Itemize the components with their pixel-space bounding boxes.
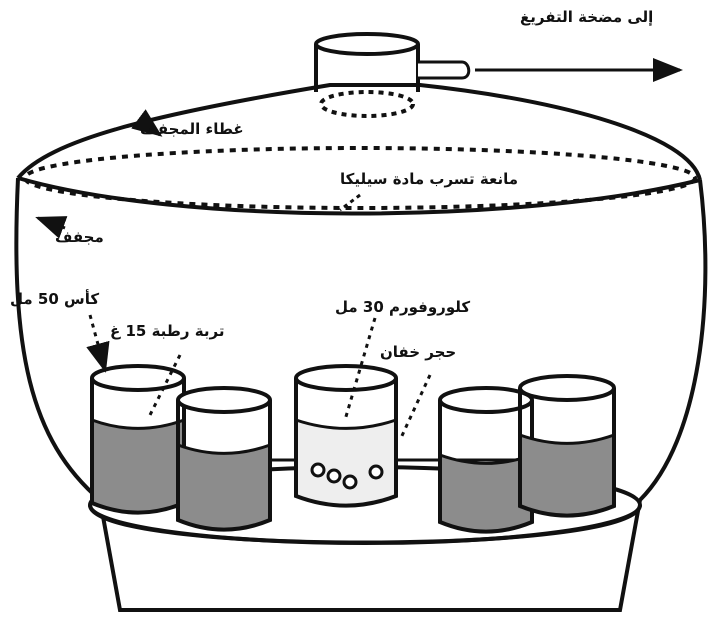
silica-gasket-ring — [23, 146, 697, 210]
beaker-rim — [294, 364, 398, 392]
pumice-stone — [326, 468, 342, 484]
lid-neck-top — [314, 32, 420, 56]
label-silica-gasket: مانعة تسرب مادة سيليكا — [340, 170, 519, 188]
beaker-rim — [90, 364, 186, 392]
liquid-surface — [177, 443, 271, 455]
lid-neck-opening — [319, 90, 415, 118]
beaker-wall — [438, 400, 534, 534]
soil-pointer — [148, 354, 182, 416]
chloroform-liquid — [296, 420, 396, 506]
liquid-surface — [295, 418, 397, 430]
beaker-rim — [438, 386, 534, 414]
pumice-stone — [342, 474, 358, 490]
chloroform-beaker — [294, 364, 398, 508]
liquid-surface — [519, 433, 615, 445]
desiccator-pointer — [35, 216, 68, 239]
moist-soil — [440, 455, 532, 532]
label-soil: تربة رطبة 15 غ — [110, 322, 225, 340]
outlet-tube — [418, 60, 471, 80]
beakers-group — [90, 364, 616, 534]
pumice-pointer — [398, 374, 432, 441]
label-vacuum-pump: إلى مضخة التفريغ — [520, 8, 654, 26]
beaker-wall — [518, 388, 616, 518]
soil-beaker-2 — [176, 386, 272, 532]
beaker-wall — [294, 378, 398, 508]
moist-soil — [178, 445, 270, 530]
tray-side — [88, 504, 642, 545]
soil-beaker-1 — [90, 364, 186, 515]
soil-beaker-4 — [518, 374, 616, 518]
beaker-pointer — [86, 314, 110, 373]
moist-soil — [92, 420, 184, 513]
label-beaker: كأس 50 مل — [10, 290, 100, 308]
beaker-wall — [176, 400, 272, 532]
label-pumice: حجر خفان — [380, 343, 457, 361]
liquid-surface — [91, 418, 185, 430]
desiccator-body — [14, 177, 708, 612]
moist-soil — [520, 435, 614, 516]
label-desiccator: مجفف — [55, 228, 104, 246]
lid-pointer — [131, 109, 163, 137]
label-lid: غطاء المجفف — [140, 120, 244, 138]
label-chloroform: كلوروفورم 30 مل — [335, 298, 471, 316]
soil-beaker-3 — [438, 386, 534, 534]
pumice-stone — [368, 464, 384, 480]
beaker-rim — [518, 374, 616, 402]
beaker-rim — [176, 386, 272, 414]
pumice-stone — [310, 462, 326, 478]
desiccator-lid — [16, 83, 702, 181]
